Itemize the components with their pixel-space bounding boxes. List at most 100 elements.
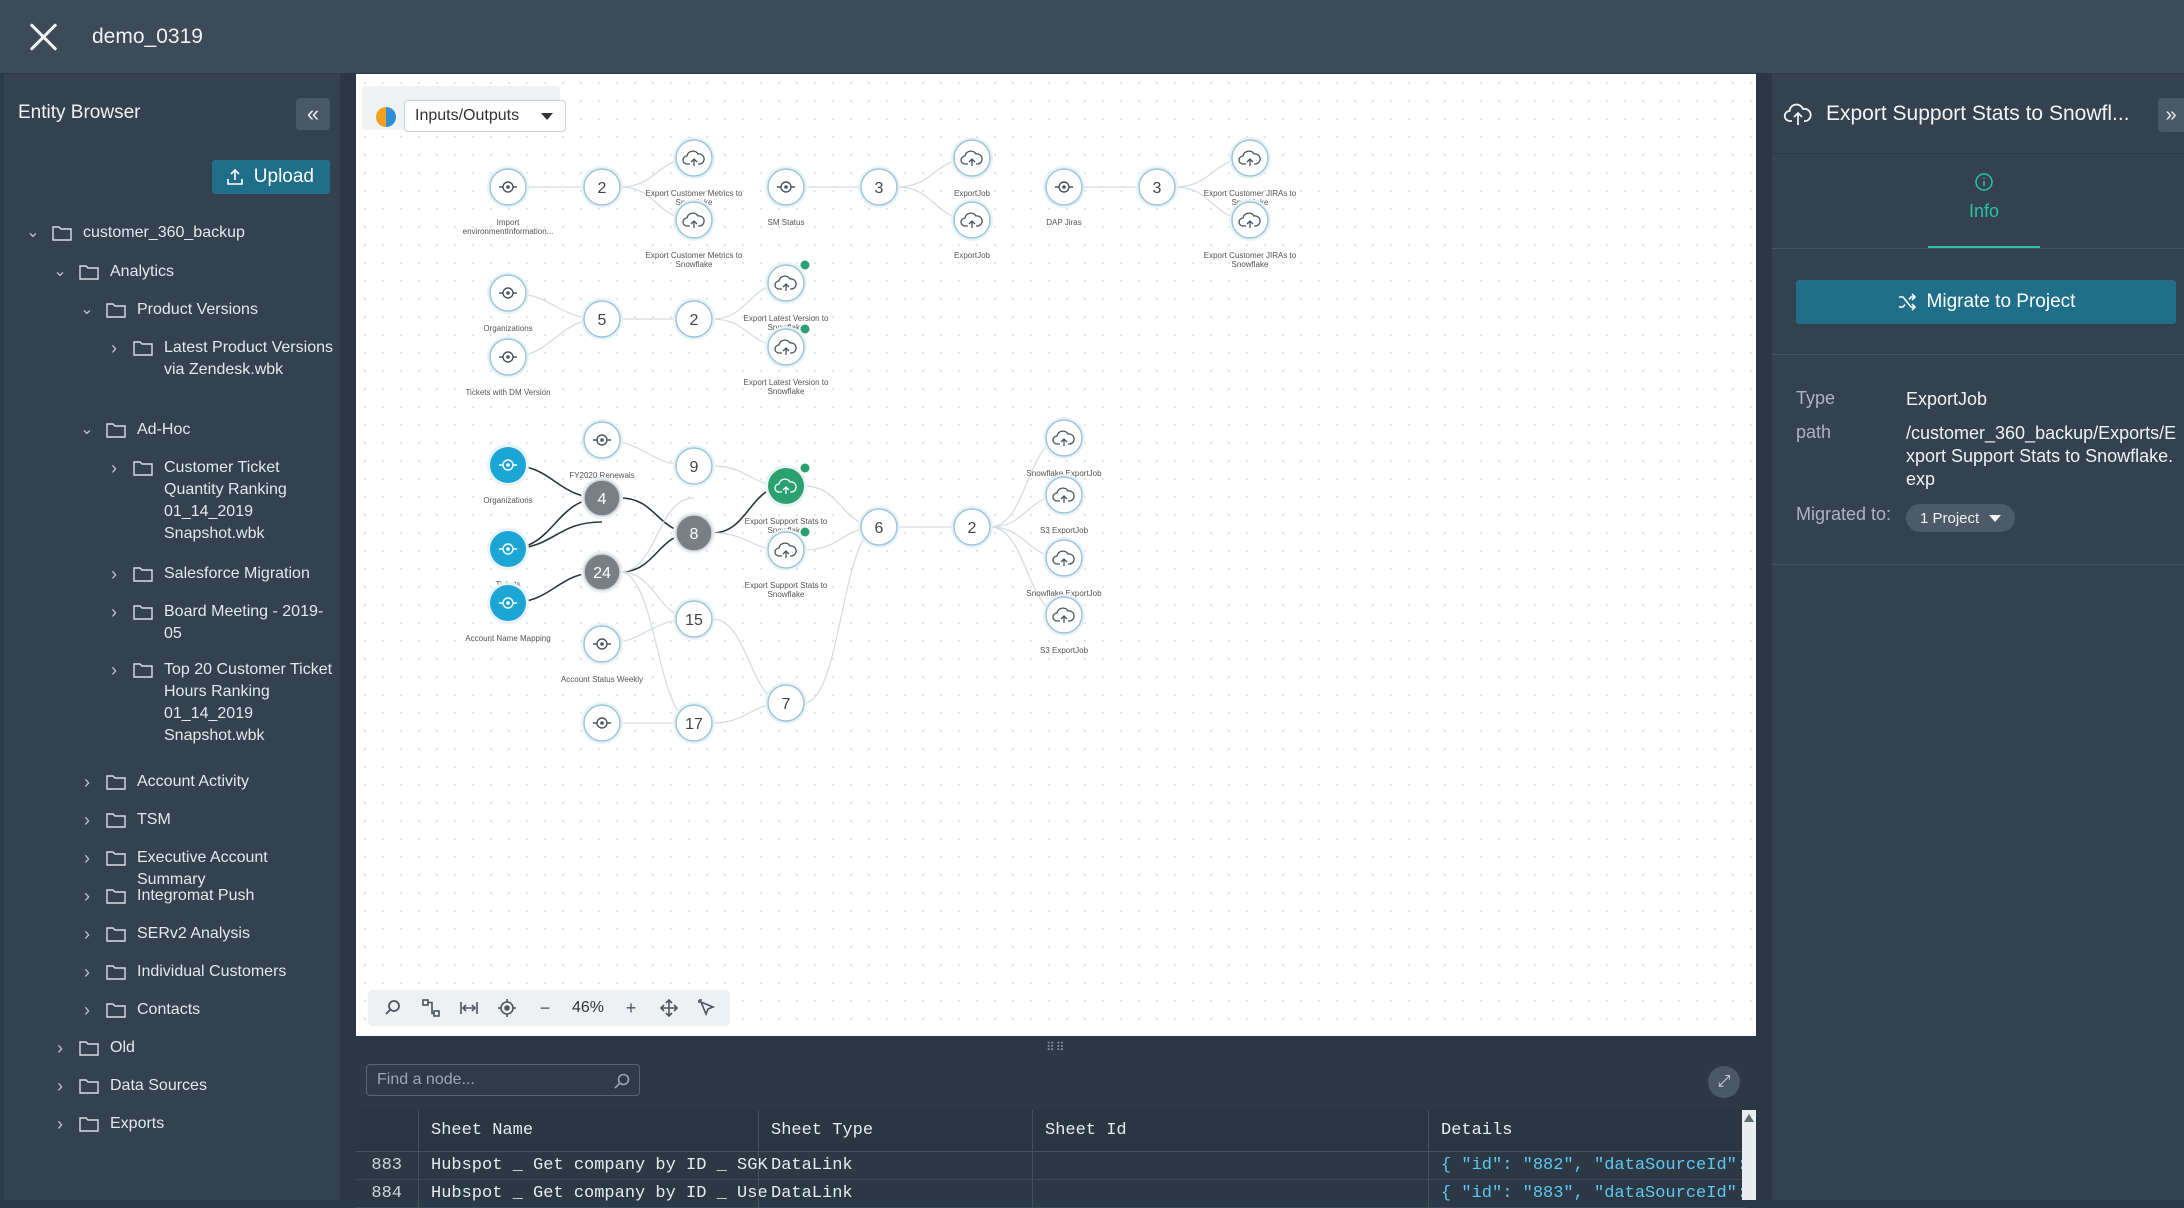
collapse-right-button[interactable]: » bbox=[2158, 98, 2184, 132]
tree-item[interactable]: ›Contacts bbox=[80, 999, 357, 1021]
chevron-right-icon[interactable]: › bbox=[111, 458, 117, 478]
export-job-node[interactable] bbox=[951, 199, 993, 241]
chevron-right-icon[interactable]: › bbox=[57, 1038, 63, 1058]
tree-item[interactable]: ›TSM bbox=[80, 809, 357, 831]
aggregate-node[interactable]: 2 bbox=[673, 298, 715, 340]
table-row[interactable]: 883 Hubspot _ Get company by ID _ SGK Da… bbox=[356, 1152, 1747, 1180]
aggregate-node[interactable]: 3 bbox=[1136, 166, 1178, 208]
export-job-node[interactable] bbox=[1043, 474, 1085, 516]
pan-button[interactable] bbox=[650, 990, 688, 1026]
export-job-node[interactable] bbox=[1043, 594, 1085, 636]
col-sheet-type[interactable]: Sheet Type bbox=[758, 1110, 1032, 1151]
chevron-right-icon[interactable]: › bbox=[57, 1114, 63, 1134]
aggregate-node[interactable]: 2 bbox=[581, 166, 623, 208]
zoom-out-button[interactable]: − bbox=[526, 990, 564, 1026]
chevron-right-icon[interactable]: › bbox=[84, 962, 90, 982]
export-job-node[interactable] bbox=[673, 199, 715, 241]
data-source-node[interactable] bbox=[487, 582, 529, 624]
close-icon[interactable] bbox=[22, 15, 66, 59]
tree-item[interactable]: ⌄customer_360_backup bbox=[26, 222, 363, 244]
export-job-node[interactable] bbox=[1229, 137, 1271, 179]
tree-item[interactable]: ›Account Activity bbox=[80, 771, 357, 793]
col-details[interactable]: Details bbox=[1428, 1110, 1746, 1151]
chevron-down-icon[interactable]: ⌄ bbox=[26, 224, 40, 241]
export-job-node[interactable] bbox=[1043, 537, 1085, 579]
aggregate-node[interactable]: 5 bbox=[581, 298, 623, 340]
export-job-node[interactable] bbox=[765, 526, 811, 571]
table-row[interactable]: 884 Hubspot _ Get company by ID _ Use Da… bbox=[356, 1180, 1747, 1208]
resize-handle-icon[interactable]: ⠿⠿ bbox=[1046, 1040, 1066, 1054]
data-source-node[interactable] bbox=[765, 166, 807, 208]
tab-info[interactable]: Info bbox=[1928, 172, 2040, 248]
chevron-right-icon[interactable]: › bbox=[111, 564, 117, 584]
chevron-right-icon[interactable]: › bbox=[84, 848, 90, 868]
data-source-node[interactable] bbox=[581, 623, 623, 665]
chevron-right-icon[interactable]: › bbox=[111, 602, 117, 622]
chevron-down-icon[interactable]: ⌄ bbox=[80, 421, 94, 438]
expand-table-button[interactable]: ⤢ bbox=[1708, 1066, 1740, 1098]
zoom-in-button[interactable]: + bbox=[612, 990, 650, 1026]
aggregate-node[interactable]: 17 bbox=[673, 702, 715, 744]
tree-item[interactable]: ›Board Meeting - 2019-05 bbox=[107, 601, 334, 645]
aggregate-node[interactable]: 3 bbox=[858, 166, 900, 208]
tree-item[interactable]: ›Data Sources bbox=[53, 1075, 370, 1097]
center-button[interactable] bbox=[488, 990, 526, 1026]
chevron-right-icon[interactable]: › bbox=[84, 924, 90, 944]
chevron-right-icon[interactable]: › bbox=[84, 1000, 90, 1020]
chevron-right-icon[interactable]: › bbox=[57, 1076, 63, 1096]
export-job-node[interactable] bbox=[1229, 199, 1271, 241]
data-source-node[interactable] bbox=[487, 528, 529, 570]
data-source-node[interactable] bbox=[1043, 166, 1085, 208]
aggregate-node[interactable]: 7 bbox=[765, 682, 807, 724]
migrated-to-dropdown[interactable]: 1 Project bbox=[1906, 504, 2016, 532]
aggregate-node[interactable]: 6 bbox=[858, 506, 900, 548]
export-job-node[interactable] bbox=[765, 462, 811, 507]
col-sheet-name[interactable]: Sheet Name bbox=[418, 1110, 758, 1151]
chevron-right-icon[interactable]: › bbox=[84, 772, 90, 792]
data-source-node[interactable] bbox=[487, 272, 529, 314]
export-job-node[interactable] bbox=[673, 137, 715, 179]
export-job-node[interactable] bbox=[1043, 417, 1085, 459]
data-source-node[interactable] bbox=[581, 702, 623, 744]
aggregate-node[interactable]: 8 bbox=[673, 512, 715, 554]
right-splitter[interactable] bbox=[1756, 74, 1772, 1200]
tree-item[interactable]: ›Individual Customers bbox=[80, 961, 357, 983]
view-select[interactable]: Inputs/Outputs bbox=[404, 100, 566, 132]
data-source-node[interactable] bbox=[487, 336, 529, 378]
chevron-right-icon[interactable]: › bbox=[111, 660, 117, 680]
tree-item[interactable]: ⌄Product Versions bbox=[80, 299, 377, 321]
tree-item[interactable]: ›Top 20 Customer Ticket Hours Ranking 01… bbox=[107, 659, 334, 747]
chevron-down-icon[interactable]: ⌄ bbox=[53, 263, 67, 280]
tree-item[interactable]: ›Executive Account Summary bbox=[80, 847, 317, 891]
tree-item[interactable]: ⌄Analytics bbox=[53, 261, 370, 283]
layout-button[interactable] bbox=[412, 990, 450, 1026]
data-source-node[interactable] bbox=[487, 166, 529, 208]
tree-item[interactable]: ›Customer Ticket Quantity Ranking 01_14_… bbox=[107, 457, 334, 545]
chevron-right-icon[interactable]: › bbox=[111, 338, 117, 358]
collapse-left-button[interactable]: « bbox=[296, 98, 330, 130]
tree-item[interactable]: ⌄Ad-Hoc bbox=[80, 419, 377, 441]
tree-item[interactable]: ›Old bbox=[53, 1037, 370, 1059]
tree-item[interactable]: ›SERv2 Analysis bbox=[80, 923, 357, 945]
search-canvas-button[interactable] bbox=[374, 990, 412, 1026]
tree-item[interactable]: ›Salesforce Migration bbox=[107, 563, 364, 585]
table-scrollbar[interactable] bbox=[1742, 1110, 1756, 1200]
tree-item[interactable]: ›Latest Product Versions via Zendesk.wbk bbox=[107, 337, 334, 381]
migrate-to-project-button[interactable]: Migrate to Project bbox=[1796, 280, 2176, 324]
col-sheet-id[interactable]: Sheet Id bbox=[1032, 1110, 1428, 1151]
tree-item[interactable]: ›Exports bbox=[53, 1113, 370, 1135]
aggregate-node[interactable]: 4 bbox=[581, 477, 623, 519]
aggregate-node[interactable]: 2 bbox=[951, 506, 993, 548]
left-splitter[interactable] bbox=[340, 74, 356, 1200]
chevron-down-icon[interactable]: ⌄ bbox=[80, 301, 94, 318]
find-node-input[interactable]: Find a node... bbox=[366, 1064, 640, 1096]
aggregate-node[interactable]: 24 bbox=[581, 551, 623, 593]
aggregate-node[interactable]: 15 bbox=[673, 598, 715, 640]
select-button[interactable] bbox=[688, 990, 726, 1026]
tree-item[interactable]: ›Integromat Push bbox=[80, 885, 357, 907]
export-job-node[interactable] bbox=[765, 259, 811, 304]
upload-button[interactable]: Upload bbox=[211, 160, 330, 194]
chevron-right-icon[interactable]: › bbox=[84, 810, 90, 830]
